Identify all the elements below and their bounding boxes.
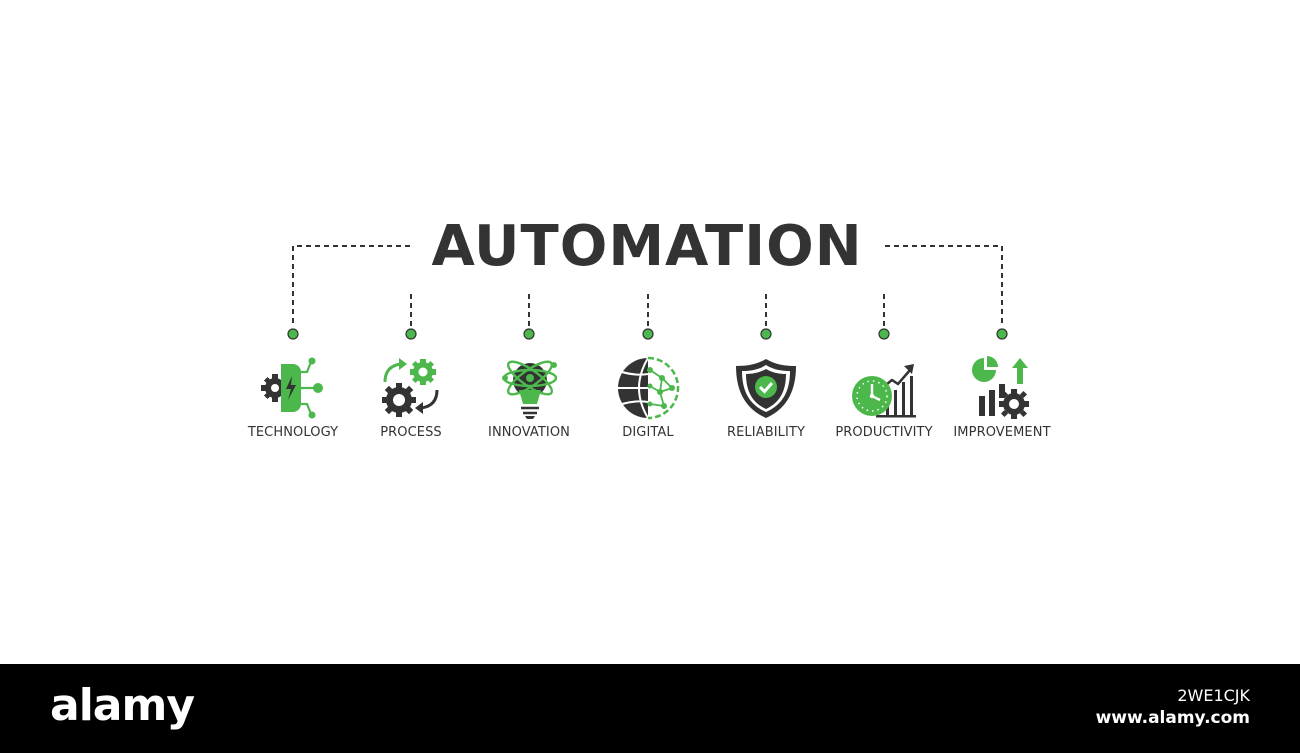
item-label: PROCESS xyxy=(380,425,442,440)
node-dot-innovation xyxy=(523,328,535,340)
image-id: 2WE1CJK xyxy=(1177,686,1250,705)
item-label: IMPROVEMENT xyxy=(953,425,1051,440)
infographic-banner: AUTOMATION TECHNOLOGY xyxy=(228,214,1067,452)
item-improvement: IMPROVEMENT xyxy=(937,352,1067,452)
item-label: RELIABILITY xyxy=(726,425,806,440)
gear-circuit-icon xyxy=(261,357,323,419)
clock-growth-chart-icon xyxy=(852,364,916,418)
lightbulb-atom-icon xyxy=(502,360,558,419)
watermark-bar: alamy 2WE1CJK www.alamy.com xyxy=(0,664,1300,753)
item-productivity: PRODUCTIVITY xyxy=(819,352,949,452)
node-dot-improvement xyxy=(996,328,1008,340)
page-title: AUTOMATION xyxy=(431,214,863,279)
item-digital: DIGITAL xyxy=(583,352,713,452)
node-dot-reliability xyxy=(760,328,772,340)
rotating-gears-icon xyxy=(382,358,439,417)
node-dot-digital xyxy=(642,328,654,340)
item-label: DIGITAL xyxy=(622,425,674,440)
item-technology: TECHNOLOGY xyxy=(228,352,358,452)
globe-network-icon xyxy=(618,356,680,420)
item-innovation: INNOVATION xyxy=(464,352,594,452)
shield-check-icon xyxy=(736,359,796,418)
connector-right xyxy=(885,245,1003,327)
chart-gear-arrow-icon xyxy=(972,356,1029,419)
connector-lines xyxy=(287,245,1008,340)
node-dot-process xyxy=(405,328,417,340)
item-reliability: RELIABILITY xyxy=(701,352,831,452)
item-process: PROCESS xyxy=(346,352,476,452)
item-label: INNOVATION xyxy=(488,425,570,440)
node-dot-productivity xyxy=(878,328,890,340)
site-url: www.alamy.com xyxy=(1095,708,1250,728)
item-label: PRODUCTIVITY xyxy=(835,425,933,440)
node-dot-technology xyxy=(287,328,299,340)
item-label: TECHNOLOGY xyxy=(247,425,339,440)
connector-left xyxy=(292,245,410,327)
brand-logo: alamy xyxy=(50,680,195,731)
